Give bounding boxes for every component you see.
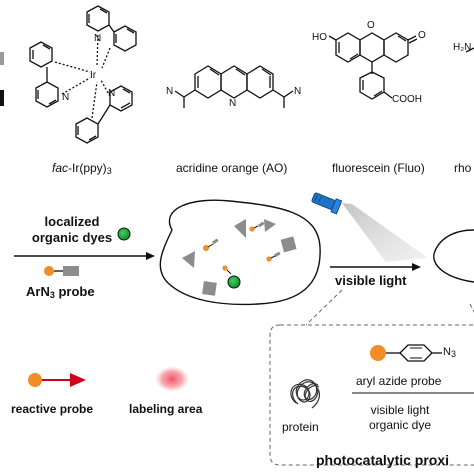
dyes-label-line2: organic dyes — [31, 230, 113, 245]
atom-label: N — [294, 86, 301, 97]
atom-label: N — [166, 86, 173, 97]
compound-label-ir-ppy3: fac-Ir(ppy)3 — [52, 161, 112, 176]
dyes-label: localized organic dyes — [18, 214, 126, 246]
aryl-azide-probe-structure — [370, 344, 442, 362]
cell-probe-2 — [249, 221, 265, 232]
organic-dye-label: organic dye — [368, 418, 432, 432]
compound-label-rhodamine: rho — [454, 161, 472, 175]
probe-label-main: ArN — [26, 284, 50, 299]
cell-dye — [227, 275, 241, 289]
acridine-orange-structure — [174, 65, 294, 108]
compound-label-subscript: 3 — [106, 166, 112, 176]
legend-labeling-area-icon — [155, 366, 189, 392]
inset-box — [269, 289, 474, 466]
aryl-azide-probe-label: aryl azide probe — [356, 374, 442, 388]
dyes-arrow — [14, 252, 155, 260]
footer-title: photocatalytic proxi — [316, 452, 450, 468]
arn3-probe-icon — [44, 266, 79, 276]
compound-label-fluorescein: fluorescein (Fluo) — [332, 161, 425, 175]
azide-label: N3 — [443, 346, 456, 359]
atom-label: HO — [312, 32, 327, 43]
atom-label: O — [418, 30, 426, 41]
legend-labeling-area-label: labeling area — [129, 402, 203, 416]
protein-icon — [290, 379, 321, 409]
atom-label: N — [62, 92, 69, 103]
cell-square-1 — [280, 236, 297, 253]
legend-reactive-probe-icon — [28, 373, 86, 387]
atom-label: N — [108, 88, 115, 99]
cell — [159, 199, 321, 306]
compound-label-prefix: fac — [52, 161, 69, 175]
probe-label-subscript: 3 — [49, 290, 55, 300]
cell-triangle-3 — [264, 219, 276, 232]
protein-label: protein — [282, 420, 319, 434]
cell-triangle-2 — [234, 219, 246, 238]
atom-label: Ir — [90, 70, 97, 81]
atom-label: COOH — [392, 94, 422, 105]
visible-light-label: visible light — [335, 273, 407, 288]
dyes-label-line1: localized — [44, 214, 100, 229]
cell-square-2 — [202, 281, 217, 296]
rhodamine-structure-partial — [465, 47, 474, 53]
left-edge-fragments — [0, 52, 4, 106]
lamp-icon — [311, 192, 343, 215]
atom-label: N — [94, 33, 101, 44]
atom-label: O — [367, 20, 375, 31]
azide-subscript: 3 — [450, 349, 456, 359]
atom-label: H₂N — [453, 42, 471, 53]
compound-label-main: -Ir(ppy) — [68, 161, 107, 175]
cell-probe-4 — [222, 265, 232, 275]
cell-probe-1 — [203, 238, 219, 251]
right-cell-partial — [433, 229, 474, 283]
dye-icon-green — [117, 227, 131, 241]
probe-label-suffix: probe — [54, 284, 95, 299]
compound-label-acridine-orange: acridine orange (AO) — [176, 161, 288, 175]
light-arrow — [330, 263, 421, 271]
legend-reactive-probe-label: reactive probe — [11, 402, 94, 416]
cell-triangle-1 — [182, 251, 195, 268]
ir-ppy3-structure — [29, 5, 137, 144]
azide-main: N — [443, 346, 451, 358]
atom-label: N — [229, 98, 236, 109]
visible-light-inset-label: visible light — [370, 403, 430, 417]
fluorescein-structure — [328, 32, 418, 100]
light-beam — [342, 203, 428, 262]
cell-probe-3 — [266, 251, 281, 262]
arn3-probe-label: ArN3 probe — [26, 284, 95, 300]
